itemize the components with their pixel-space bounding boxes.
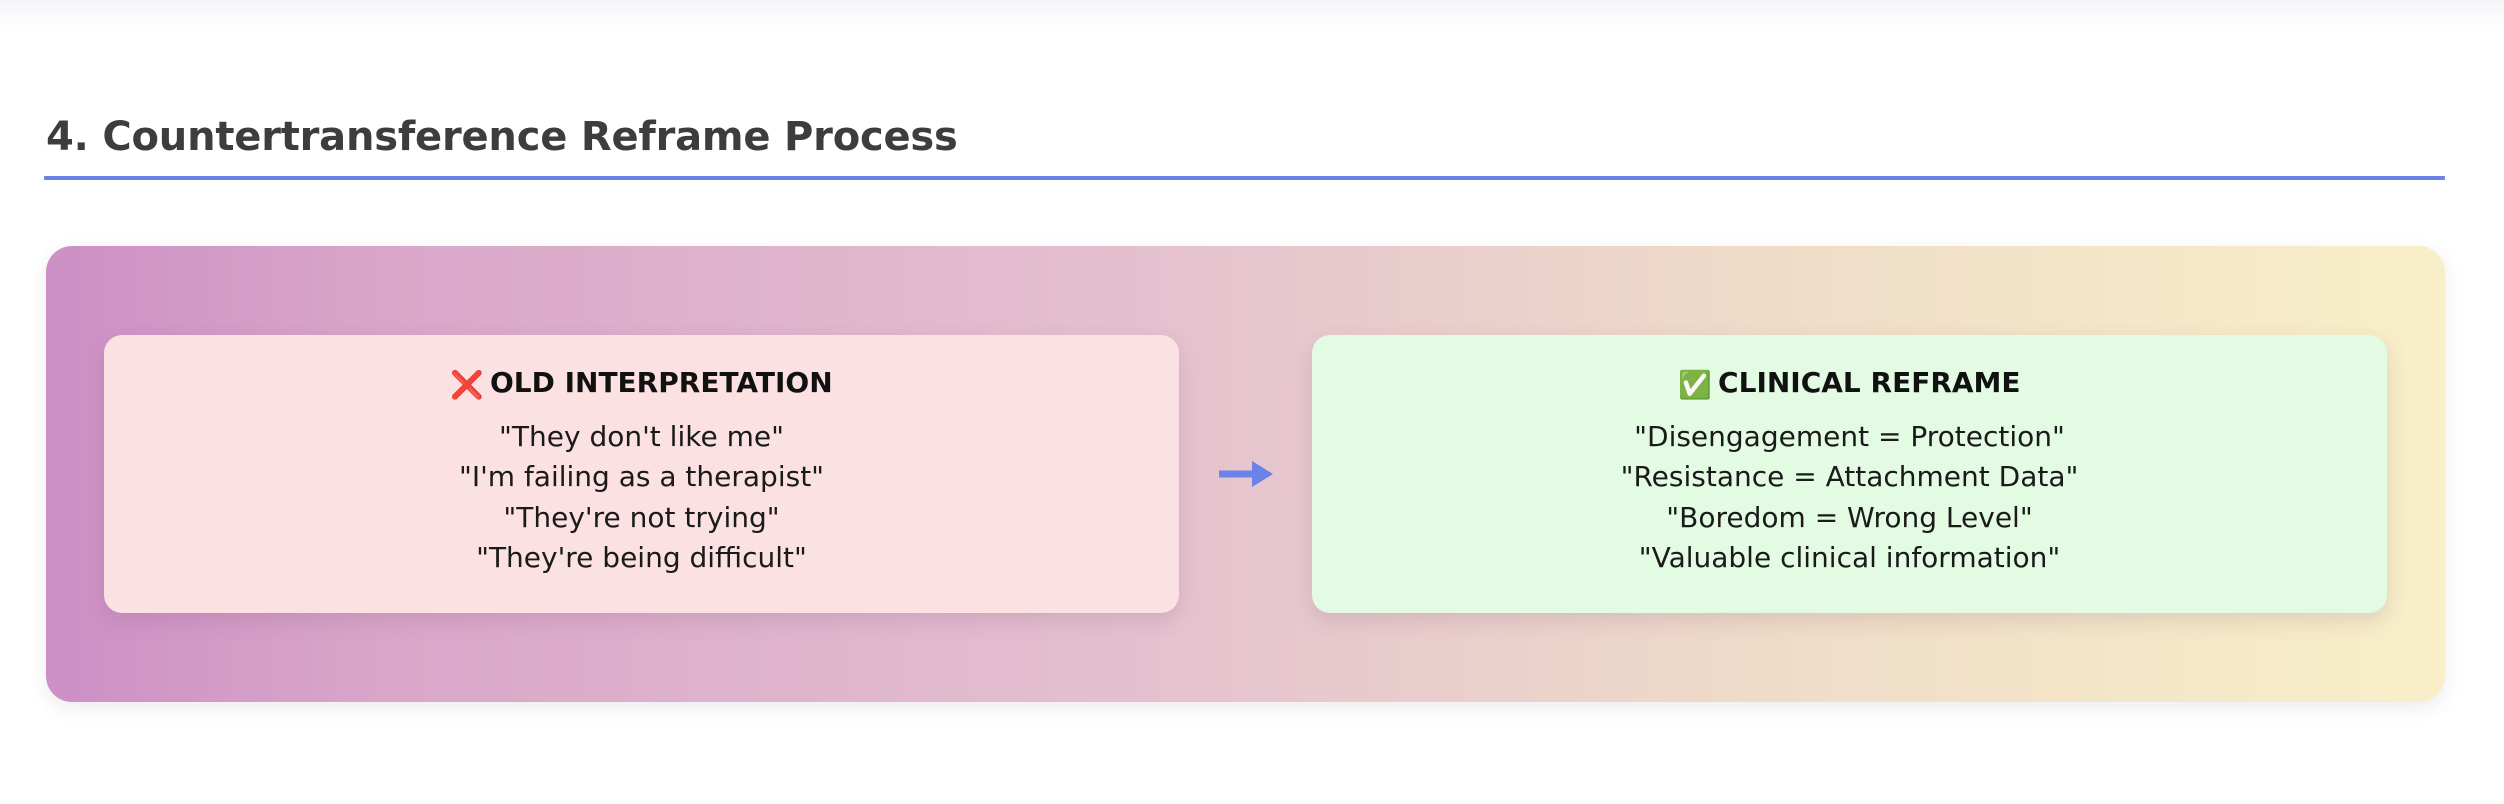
reframe-panel: ❌OLD INTERPRETATION "They don't like me"… <box>46 246 2445 702</box>
old-interpretation-line: "They don't like me" <box>499 419 784 453</box>
check-mark-button-icon: ✅ <box>1678 370 1713 402</box>
old-interpretation-line: "I'm failing as a therapist" <box>458 460 825 494</box>
old-interpretation-line: "They're being difficult" <box>476 541 807 575</box>
page-title: 4. Countertransference Reframe Process <box>46 114 958 161</box>
clinical-reframe-line: "Valuable clinical information" <box>1638 541 2061 575</box>
clinical-reframe-line: "Boredom = Wrong Level" <box>1666 500 2033 534</box>
old-interpretation-card: ❌OLD INTERPRETATION "They don't like me"… <box>104 335 1179 613</box>
page-top-band <box>0 0 2504 34</box>
cross-mark-icon: ❌ <box>450 370 484 402</box>
title-divider <box>44 176 2445 180</box>
clinical-reframe-line: "Resistance = Attachment Data" <box>1620 460 2079 494</box>
reframe-arrow <box>1181 457 1311 491</box>
clinical-reframe-line: "Disengagement = Protection" <box>1634 419 2065 453</box>
clinical-reframe-heading-label: CLINICAL REFRAME <box>1718 366 2021 400</box>
clinical-reframe-card: ✅CLINICAL REFRAME "Disengagement = Prote… <box>1312 335 2387 613</box>
right-arrow-icon <box>1218 461 1273 487</box>
reframe-card-row: ❌OLD INTERPRETATION "They don't like me"… <box>46 335 2445 613</box>
old-interpretation-heading-label: OLD INTERPRETATION <box>489 366 833 400</box>
old-interpretation-line: "They're not trying" <box>503 500 780 534</box>
old-interpretation-heading: ❌OLD INTERPRETATION <box>128 365 1155 403</box>
clinical-reframe-heading: ✅CLINICAL REFRAME <box>1336 365 2363 403</box>
